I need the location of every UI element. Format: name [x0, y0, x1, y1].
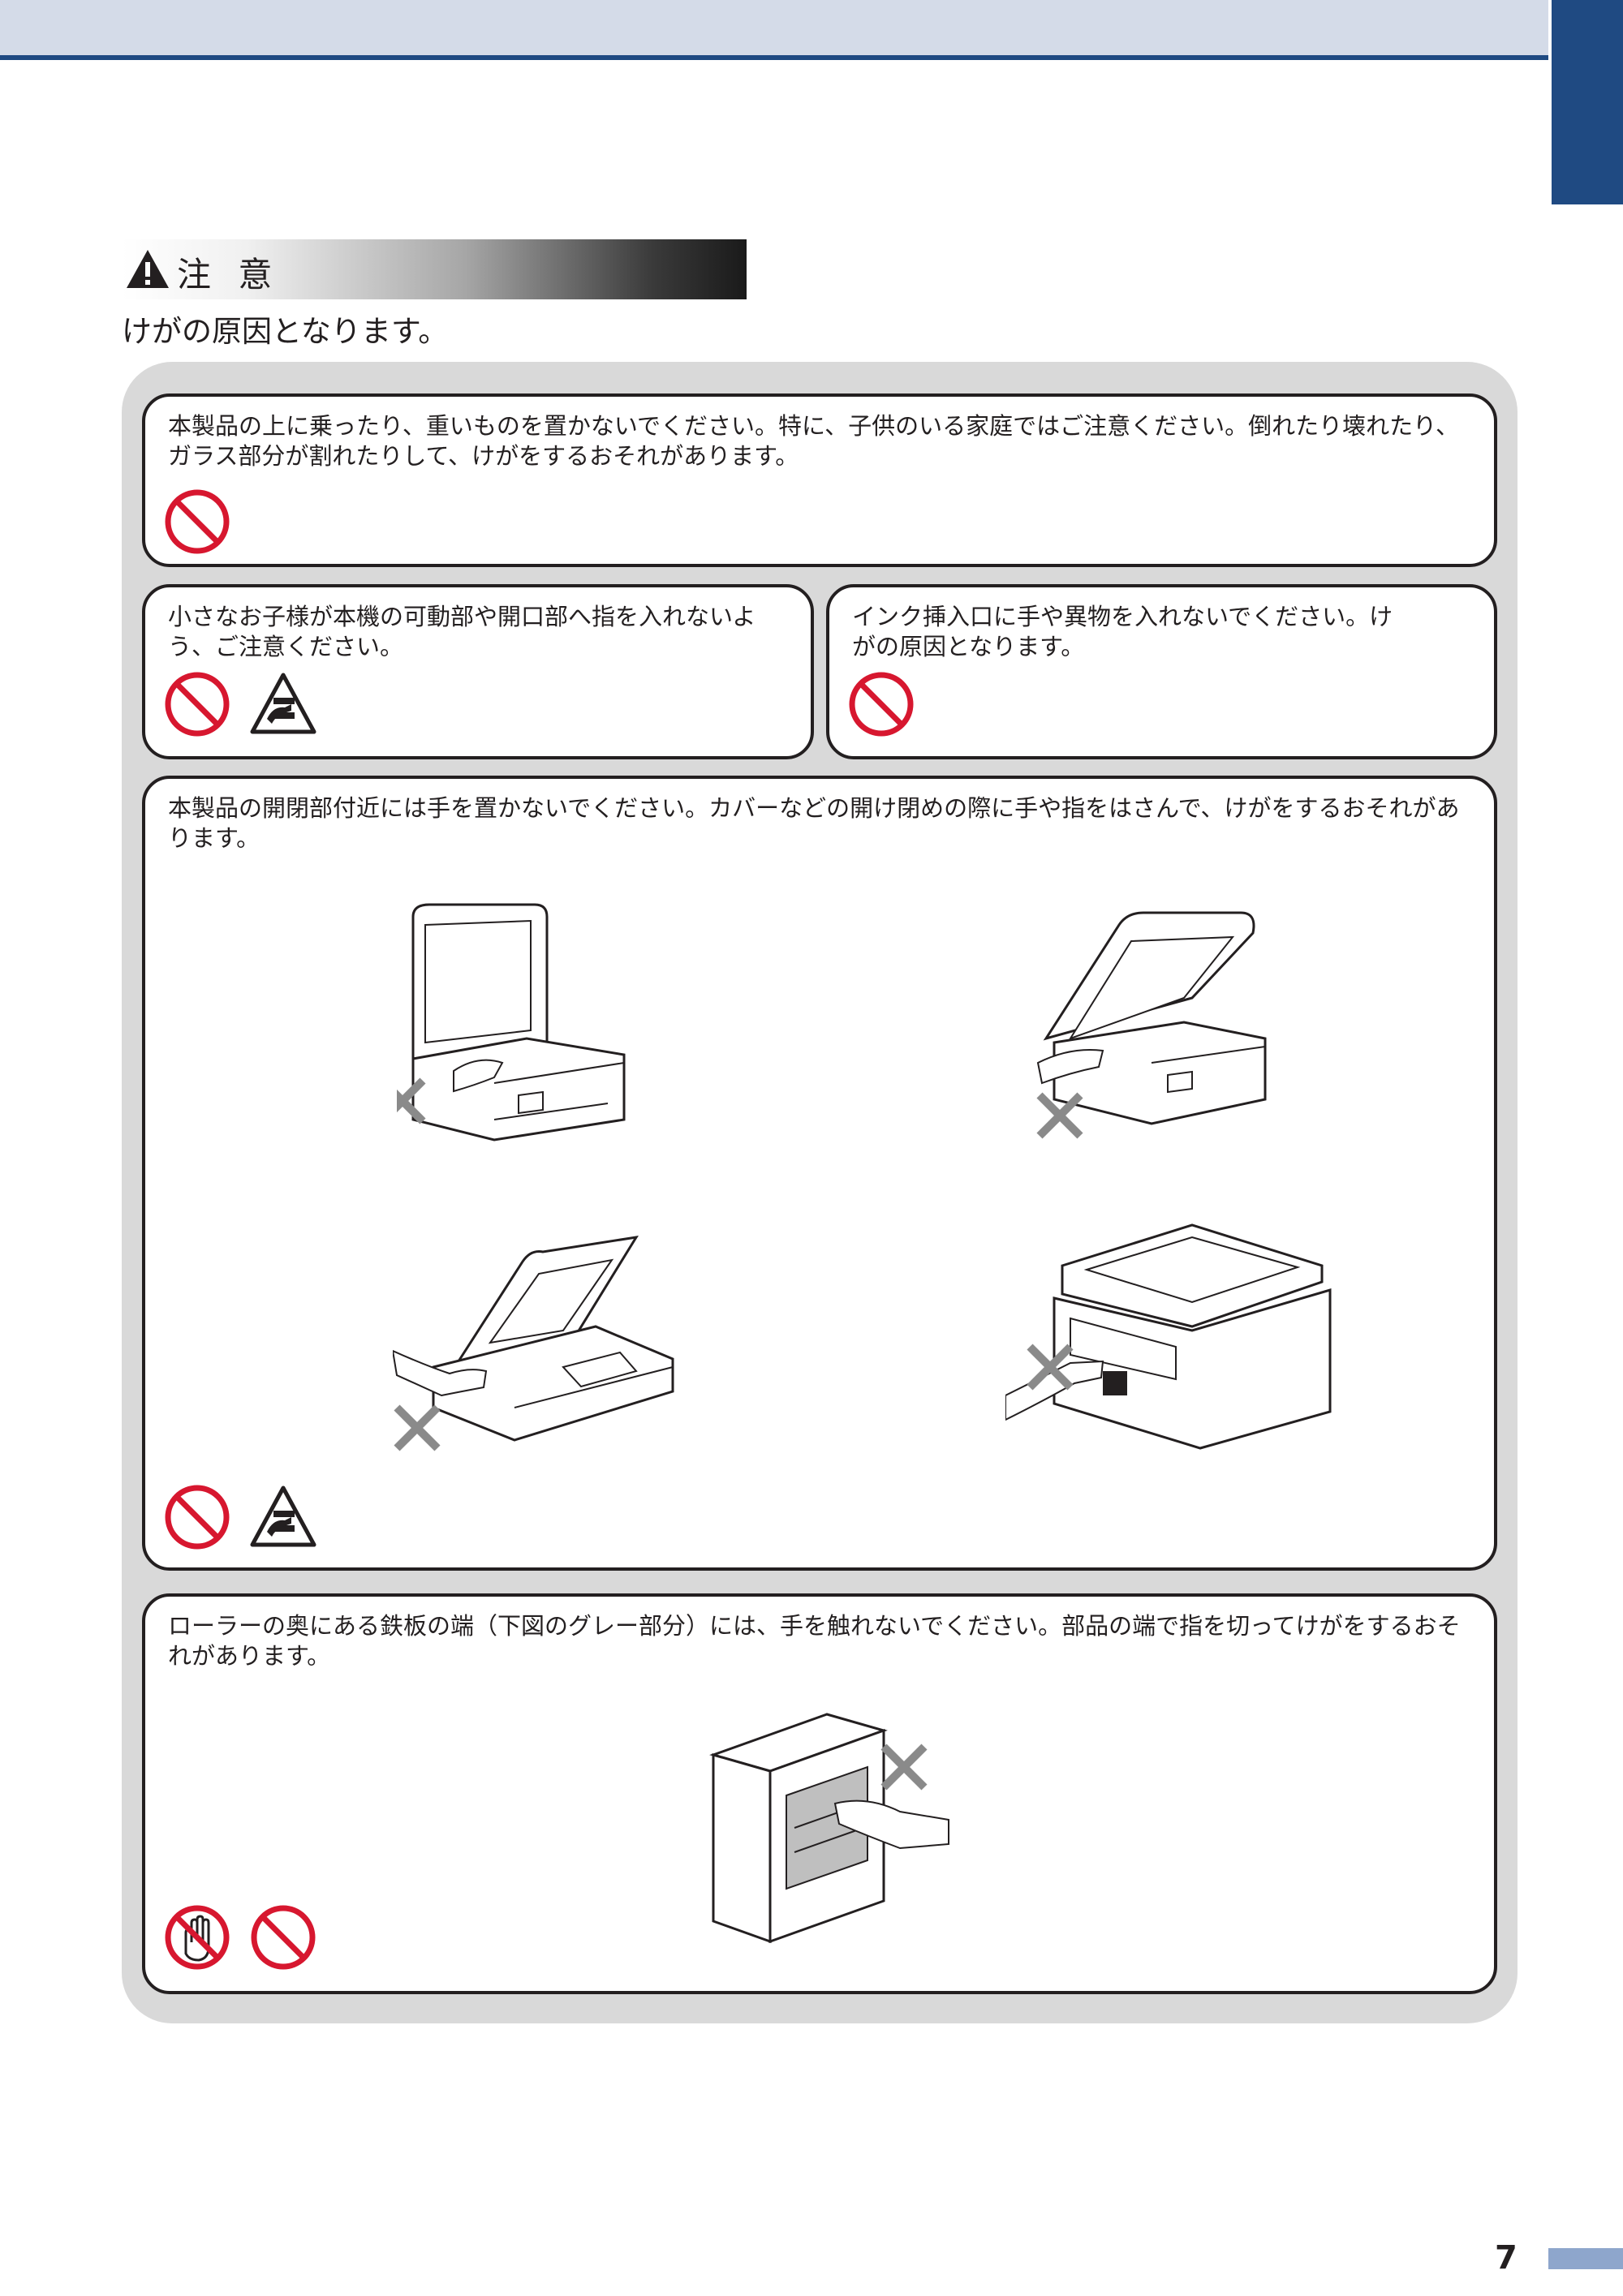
warning-box-roller: ローラーの奥にある鉄板の端（下図のグレー部分）には、手を触れないでください。部品…: [142, 1593, 1497, 1994]
warning-text: インク挿入口に手や異物を入れないでください。けがの原因となります。: [852, 603, 1393, 660]
prohibited-icon: [163, 670, 231, 738]
warning-box-ink: インク挿入口に手や異物を入れないでください。けがの原因となります。: [826, 584, 1497, 759]
caution-lead: けがの原因となります。: [122, 314, 449, 349]
page-number: 7: [1495, 2239, 1518, 2277]
warning-text: 本製品の開閉部付近には手を置かないでください。カバーなどの開け閉めの際に手や指を…: [168, 794, 1460, 852]
warning-box-children: 小さなお子様が本機の可動部や開口部へ指を入れないよう、ご注意ください。: [142, 584, 814, 759]
finger-pinch-warning-icon: [249, 670, 317, 738]
page-number-bar: [1548, 2248, 1623, 2269]
printer-rear-jam-figure: [1005, 1223, 1332, 1450]
printer-roller-edge-figure: [709, 1713, 949, 1944]
printer-cover-lifted-figure: [1022, 911, 1267, 1144]
warnings-panel: 本製品の上に乗ったり、重いものを置かないでください。特に、子供のいる家庭ではご注…: [122, 362, 1518, 2023]
finger-pinch-warning-icon: [249, 1483, 317, 1551]
section-tab: [1552, 0, 1623, 204]
prohibited-icon: [163, 488, 231, 556]
header-rule: [0, 55, 1548, 60]
caution-title: 注 意: [177, 255, 281, 295]
warning-text: ローラーの奥にある鉄板の端（下図のグレー部分）には、手を触れないでください。部品…: [168, 1612, 1461, 1670]
printer-scanner-open-figure: [397, 903, 626, 1142]
warning-box-climb: 本製品の上に乗ったり、重いものを置かないでください。特に、子供のいる家庭ではご注…: [142, 393, 1497, 567]
prohibited-icon: [163, 1483, 231, 1551]
header-bar: [0, 0, 1548, 57]
warning-text: 小さなお子様が本機の可動部や開口部へ指を入れないよう、ご注意ください。: [168, 603, 756, 660]
warning-text: 本製品の上に乗ったり、重いものを置かないでください。特に、子供のいる家庭ではご注…: [168, 412, 1459, 470]
prohibited-icon: [847, 670, 915, 738]
warning-box-covers: 本製品の開閉部付近には手を置かないでください。カバーなどの開け閉めの際に手や指を…: [142, 776, 1497, 1571]
no-touch-icon: [165, 1905, 230, 1970]
caution-heading: 注 意: [122, 239, 747, 299]
paper-tray-cover-figure: [393, 1236, 674, 1456]
warning-triangle-icon: [127, 250, 169, 288]
prohibited-icon: [249, 1903, 317, 1971]
